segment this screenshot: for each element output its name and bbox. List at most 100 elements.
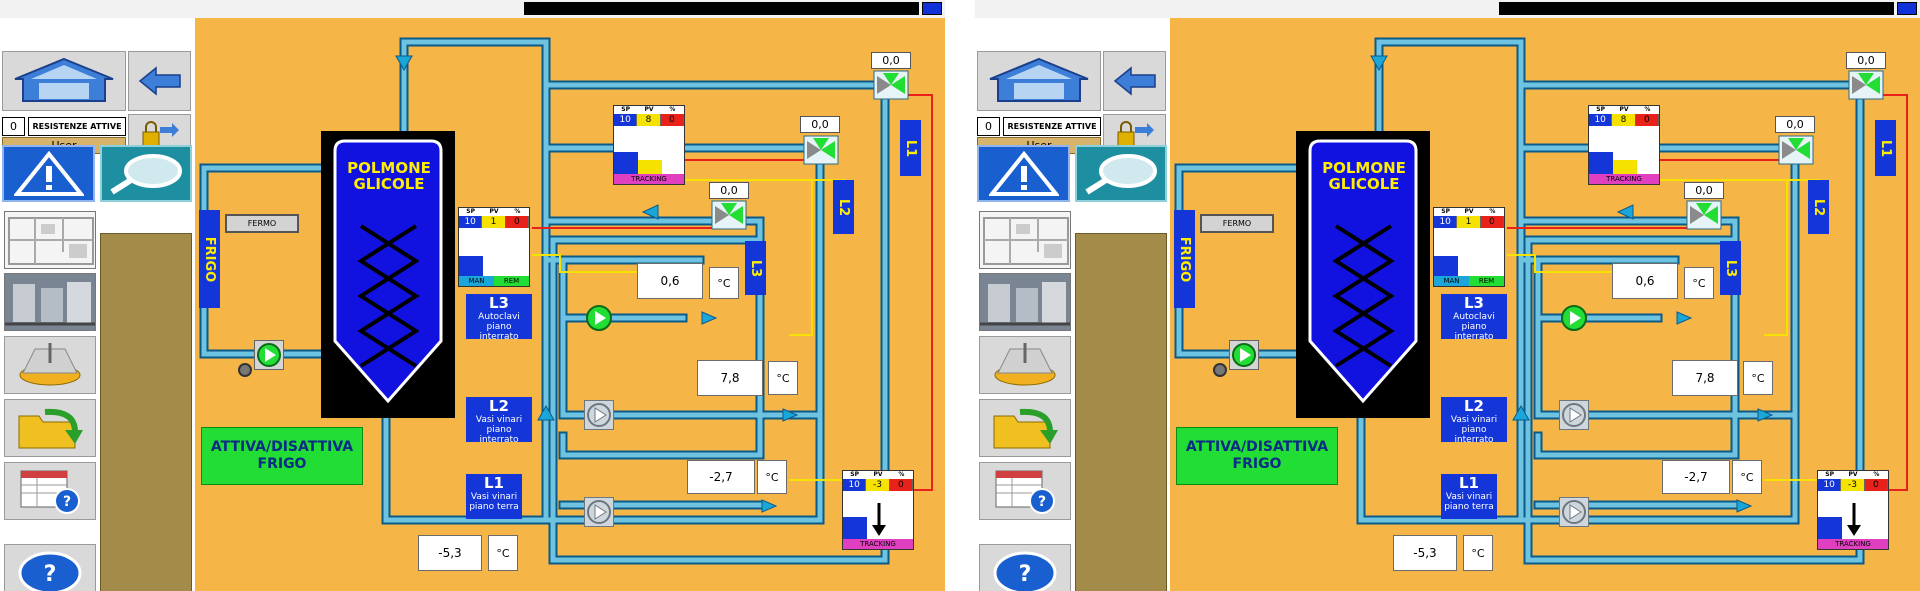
supply-temp-value: -5,3 [1393,535,1457,571]
help-button[interactable]: ? [4,544,96,591]
controller-sp-value: 10 [843,479,867,491]
help-button[interactable]: ? [979,544,1071,591]
home-button[interactable] [977,51,1101,111]
controller-pv-header: PV [873,471,883,478]
controller-header: SP PV % [1818,471,1888,479]
line-tag-l3: L3 [745,241,766,295]
folder-button[interactable] [4,399,96,457]
l2-mixing-valve-icon[interactable] [1778,135,1814,165]
l1-controller[interactable]: SP PV % 10 -3 0 TRACKING [1817,470,1889,550]
activate-frigo-button[interactable]: ATTIVA/DISATTIVA FRIGO [1176,427,1338,485]
l3-temp-value: 0,6 [1612,263,1678,299]
controller-sp-bar [459,256,483,278]
resistenze-count: 0 [2,117,25,136]
home-button[interactable] [2,51,126,111]
l2-controller[interactable]: SP PV % 10 8 0 TRACKING [1588,105,1660,185]
back-button[interactable] [128,51,191,111]
fermo-status[interactable]: FERMO [225,214,299,233]
controller-pct-header: % [514,208,521,215]
folder-button[interactable] [979,399,1071,457]
alarm-button[interactable] [977,145,1070,202]
logout-icon [142,121,179,147]
search-button[interactable] [100,145,192,202]
fermo-status[interactable]: FERMO [1200,214,1274,233]
l3-controller[interactable]: SP PV % 10 1 0 MAN REM [1433,207,1505,287]
search-icon [110,153,182,195]
controller-values: 10 8 0 [614,114,684,126]
l1-controller[interactable]: SP PV % 10 -3 0 TRACKING [842,470,914,550]
back-arrow-icon [138,66,181,96]
pump-icon [1562,500,1586,524]
home-icon [14,57,114,102]
controller-pv-value: 1 [1457,216,1481,228]
activate-frigo-button[interactable]: ATTIVA/DISATTIVA FRIGO [201,427,363,485]
plan-map-button[interactable] [4,211,96,269]
controller-values: 10 -3 0 [843,479,913,491]
l2-label-title: L2 [489,397,509,415]
l2-pump-button[interactable] [1559,400,1589,430]
l2-label-title: L2 [1464,397,1484,415]
l1-temp-unit: °C [757,460,787,494]
controller-pv-value: 8 [1612,114,1636,126]
plant-photo-button[interactable] [979,273,1071,331]
controller-pv-bar [638,160,662,176]
line-tag-l3-text: L3 [1723,259,1738,277]
l3-controller[interactable]: SP PV % 10 1 0 MAN REM [458,207,530,287]
sidebar: 0 RESISTENZE ATTIVE User [0,18,195,591]
line-tag-l1-text: L1 [903,139,918,157]
controller-pv-value: 8 [637,114,661,126]
tank-view-button[interactable] [4,336,96,394]
tank-view-button[interactable] [979,336,1071,394]
plant-photo-icon [980,274,1070,330]
plant-photo-icon [5,274,95,330]
tank-title-line2: GLICOLE [1328,175,1400,193]
l1-temp-value: -2,7 [1662,460,1730,494]
l3-mixing-valve-icon[interactable] [1686,200,1722,230]
l3-pump-button[interactable] [584,303,614,333]
frigo-pump-button[interactable] [254,340,284,370]
l2-mixing-valve-icon[interactable] [803,135,839,165]
table-help-button[interactable]: ? [979,462,1071,520]
controller-sp-value: 10 [1434,216,1458,228]
resistenze-label: RESISTENZE ATTIVE [1003,117,1101,136]
l2-controller[interactable]: SP PV % 10 8 0 TRACKING [613,105,685,185]
controller-pct-value: 0 [1635,114,1659,126]
help-icon: ? [18,551,82,591]
tank-title-line2: GLICOLE [353,175,425,193]
table-help-icon: ? [995,470,1055,514]
back-button[interactable] [1103,51,1166,111]
controller-sp-value: 10 [1818,479,1842,491]
l3-pump-button[interactable] [1559,303,1589,333]
controller-pct-header: % [669,106,676,113]
l2-mix-valve-value: 0,0 [800,116,840,133]
l2-pump-button[interactable] [584,400,614,430]
alarm-button[interactable] [2,145,95,202]
controller-mode-rem: REM [494,276,529,286]
plan-map-button[interactable] [979,211,1071,269]
controller-pct-header: % [1644,106,1651,113]
controller-sp-bar [614,152,638,176]
l1-temp-unit: °C [1732,460,1762,494]
controller-header: SP PV % [459,208,529,216]
search-button[interactable] [1075,145,1167,202]
l1-mixing-valve-icon[interactable] [1848,70,1884,100]
table-help-button[interactable]: ? [4,462,96,520]
pump-icon [587,403,611,427]
down-arrow-icon [872,503,886,536]
l1-mixing-valve-icon[interactable] [873,70,909,100]
activate-frigo-line2: FRIGO [1232,456,1282,472]
l1-pump-button[interactable] [584,497,614,527]
l3-mix-valve-value: 0,0 [709,182,749,199]
frigo-pump-button[interactable] [1229,340,1259,370]
l3-temp-value: 0,6 [637,263,703,299]
l3-mixing-valve-icon[interactable] [711,200,747,230]
tank-title: POLMONE GLICOLE [1309,160,1419,192]
controller-pct-value: 0 [1480,216,1504,228]
controller-header: SP PV % [1589,106,1659,114]
l3-label: L3 Autoclavi piano interrato [466,294,532,342]
l1-pump-button[interactable] [1559,497,1589,527]
l1-label-title: L1 [484,474,504,492]
status-indicator-blue [922,2,942,15]
pump-icon [257,343,281,367]
plant-photo-button[interactable] [4,273,96,331]
